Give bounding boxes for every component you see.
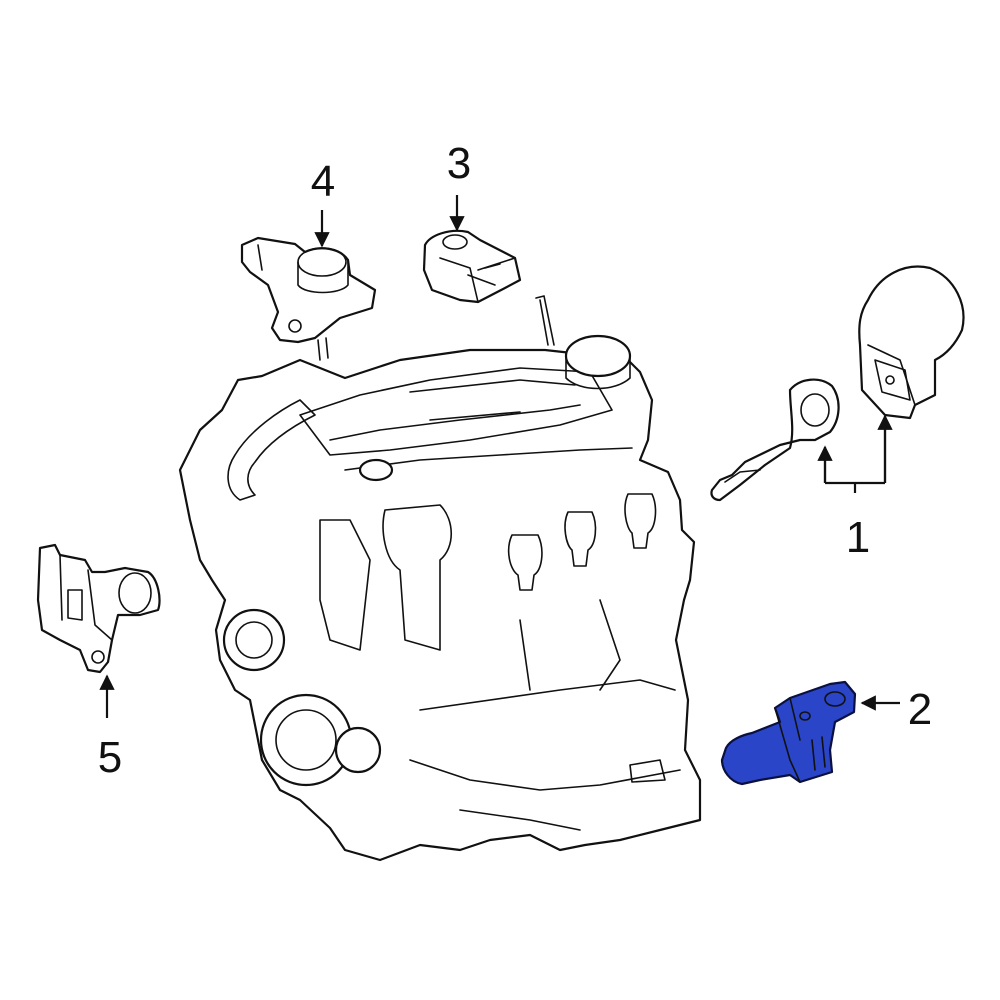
pulleys (222, 608, 382, 787)
engine-block (178, 295, 702, 862)
callout-1: 1 (846, 513, 870, 562)
callout-5: 5 (98, 733, 122, 782)
callout-2: 2 (908, 685, 932, 734)
part-5-camshaft-position-sensor[interactable] (36, 543, 161, 674)
part-3-knock-sensor[interactable] (422, 229, 522, 304)
part-1-ignition-coil[interactable] (710, 265, 965, 502)
part-4-pressure-sensor[interactable] (240, 236, 377, 361)
leader-lines (99, 195, 900, 718)
coil-packs (507, 493, 657, 591)
callout-3: 3 (447, 139, 471, 188)
part-2-crankshaft-position-sensor[interactable] (720, 680, 857, 786)
callout-4: 4 (311, 157, 335, 206)
